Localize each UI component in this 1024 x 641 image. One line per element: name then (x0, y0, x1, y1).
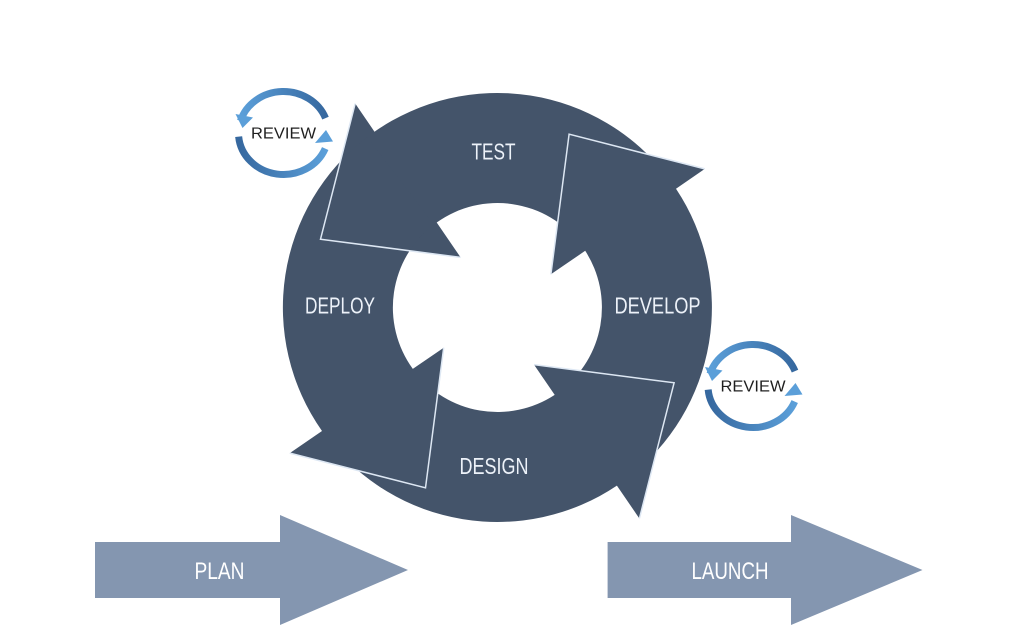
svg-text:DEPLOY: DEPLOY (305, 293, 375, 319)
svg-text:PLAN: PLAN (195, 558, 245, 585)
svg-text:LAUNCH: LAUNCH (692, 558, 769, 585)
svg-text:TEST: TEST (472, 139, 516, 165)
svg-text:DESIGN: DESIGN (460, 453, 529, 479)
svg-text:DEVELOP: DEVELOP (615, 293, 701, 319)
